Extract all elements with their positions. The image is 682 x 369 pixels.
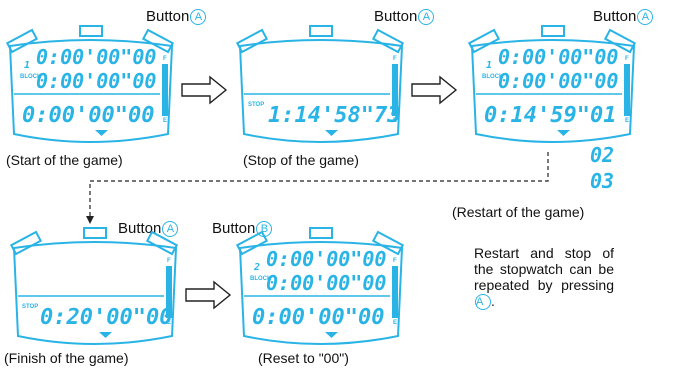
gauge-top: F: [163, 56, 167, 62]
block-label: BLOCK: [482, 74, 504, 80]
gauge-top: F: [167, 258, 171, 264]
main-time: 1:14'58"73: [268, 103, 400, 128]
main-time: 0:20'00"00: [40, 305, 172, 330]
stop-label: STOP: [248, 102, 264, 108]
caption-start: (Start of the game): [6, 152, 123, 168]
stopwatch-restart: BLOCK 1 0:00'00"00 0:00'00"00 0:14'59"01…: [467, 25, 637, 143]
block-number: 2: [253, 262, 260, 273]
extra-digit-2: 03: [590, 169, 614, 193]
extra-digit-1: 02: [590, 143, 614, 167]
gauge-bottom: E: [167, 320, 171, 326]
gauge-top: F: [625, 56, 629, 62]
block-label: BLOCK: [250, 276, 272, 282]
caption-restart: (Restart of the game): [452, 204, 585, 220]
block-number: 1: [486, 60, 492, 71]
lap-row-1: 0:00'00"00: [266, 247, 386, 271]
caption-reset: (Reset to "00"): [258, 350, 349, 366]
lap-row-1: 0:00'00"00: [36, 45, 156, 69]
gauge-bottom: E: [625, 118, 629, 124]
stopwatch-reset: BLOCK 2 0:00'00"00 0:00'00"00 0:00'00"00…: [235, 227, 405, 345]
gauge-bottom: E: [393, 118, 397, 124]
stop-label: STOP: [22, 304, 38, 310]
stopwatch-stop: STOP 1:14'58"73 F E: [235, 25, 405, 143]
gauge-bottom: E: [163, 118, 167, 124]
lap-row-2: 0:00'00"00: [36, 69, 156, 93]
gauge-top: F: [393, 258, 397, 264]
arrow-right-3: [185, 280, 232, 310]
stopwatch-finish: STOP 0:20'00"00 F E: [9, 227, 179, 345]
caption-finish: (Finish of the game): [4, 350, 129, 366]
lap-row-2: 0:00'00"00: [498, 69, 618, 93]
gauge-top: F: [393, 56, 397, 62]
arrow-right-2: [411, 75, 458, 105]
block-label: BLOCK: [20, 74, 42, 80]
note-text: Restart and stop of the stopwatch can be…: [474, 245, 614, 310]
stopwatch-start: BLOCK 1 0:00'00"00 0:00'00"00 0:00'00"00…: [5, 25, 175, 143]
main-time: 0:14'59"01: [484, 103, 616, 128]
arrow-right-1: [181, 75, 228, 105]
caption-stop: (Stop of the game): [243, 152, 359, 168]
lap-row-2: 0:00'00"00: [266, 271, 386, 295]
restart-extra-digits: 02 03: [590, 143, 614, 193]
main-time: 0:00'00"00: [22, 103, 154, 128]
gauge-bottom: E: [393, 320, 397, 326]
main-time: 0:00'00"00: [252, 305, 384, 330]
lap-row-1: 0:00'00"00: [498, 45, 618, 69]
block-number: 1: [24, 60, 30, 71]
